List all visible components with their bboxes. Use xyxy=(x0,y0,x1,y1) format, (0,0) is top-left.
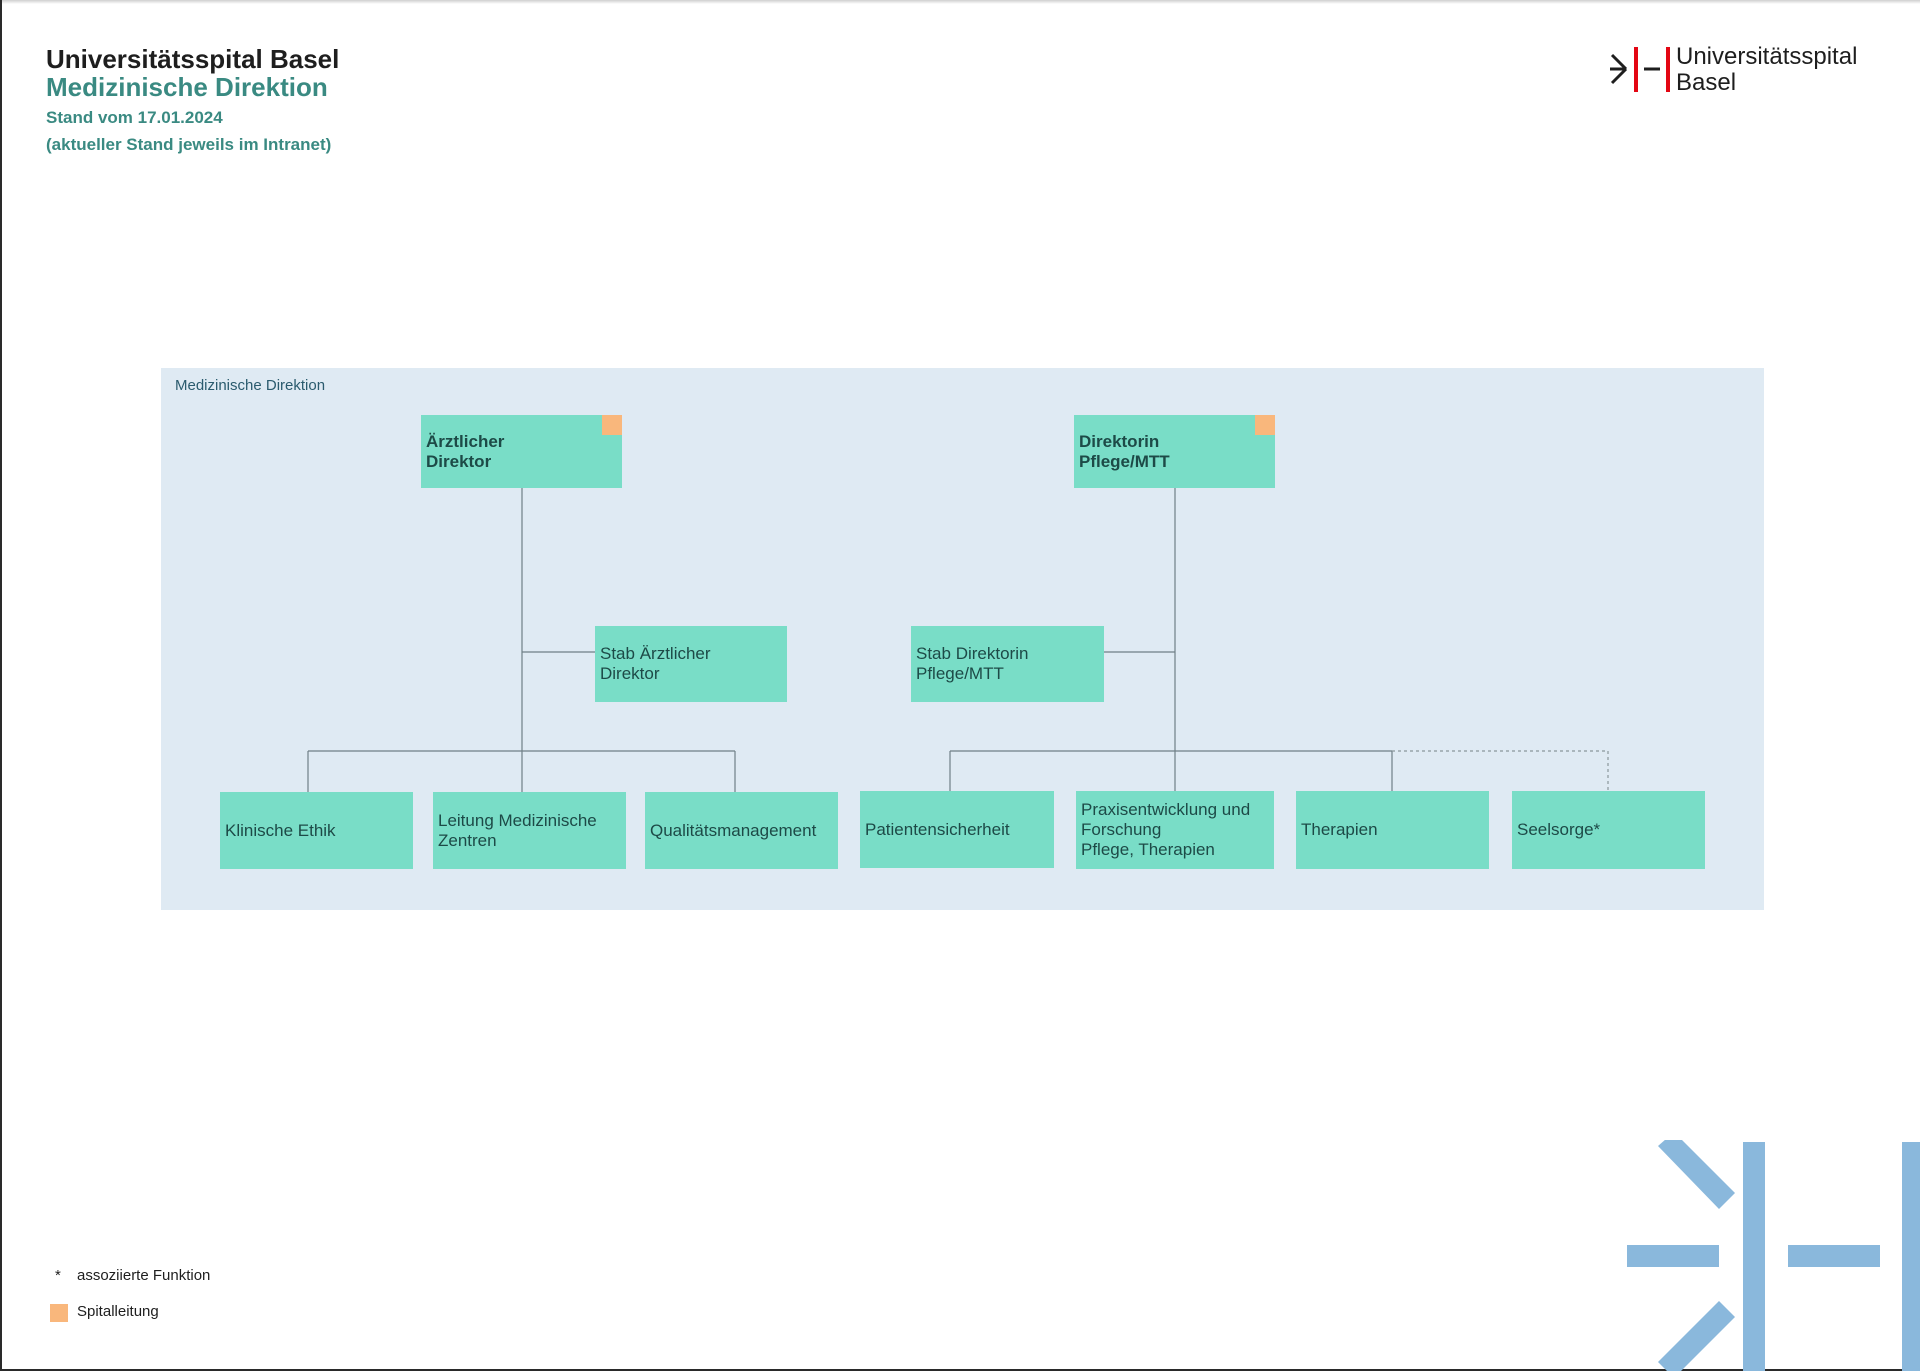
usb-logo-text: Universitätsspital Basel xyxy=(1676,44,1857,96)
box-aerztlicher-direktor: Ärztlicher Direktor xyxy=(421,415,622,488)
box-patientensicherheit: Patientensicherheit xyxy=(860,791,1054,868)
box-patientensicherheit-label: Patientensicherheit xyxy=(865,819,1010,839)
org-panel-label: Medizinische Direktion xyxy=(175,377,326,394)
usb-logo: Universitätsspital Basel xyxy=(1608,44,1888,96)
spitalleitung-marker xyxy=(1255,415,1275,435)
page-left-border xyxy=(0,0,2,1371)
box-leitung-medizinische-zentren-label: Leitung Medizinische Zentren xyxy=(438,810,597,850)
box-direktorin-pflege: Direktorin Pflege/MTT xyxy=(1074,415,1275,488)
box-therapien-label: Therapien xyxy=(1301,820,1378,839)
page-bottom-border xyxy=(0,1369,1920,1371)
header-date: Stand vom 17.01.2024 xyxy=(46,108,223,127)
box-praxisentwicklung-label: Praxisentwicklung und Forschung Pflege, … xyxy=(1081,800,1251,859)
box-stab-direktorin-pflege: Stab Direktorin Pflege/MTT xyxy=(911,626,1104,702)
box-stab-aerztlicher-direktor-label: Stab Ärztlicher Direktor xyxy=(600,644,711,683)
box-stab-aerztlicher-direktor: Stab Ärztlicher Direktor xyxy=(595,626,787,702)
box-klinische-ethik: Klinische Ethik xyxy=(220,792,413,869)
legend-asterisk-symbol: * xyxy=(55,1267,61,1284)
box-seelsorge-label: Seelsorge* xyxy=(1517,820,1601,839)
box-klinische-ethik-label: Klinische Ethik xyxy=(225,820,336,840)
spitalleitung-marker xyxy=(602,415,622,435)
logo-line-1: Universitätsspital xyxy=(1676,43,1858,70)
header-subtitle: Medizinische Direktion xyxy=(46,72,328,102)
logo-line-2: Basel xyxy=(1676,69,1737,96)
box-leitung-medizinische-zentren: Leitung Medizinische Zentren xyxy=(433,792,626,869)
box-aerztlicher-direktor-label: Ärztlicher Direktor xyxy=(426,431,505,471)
usb-watermark-icon xyxy=(1627,1140,1920,1371)
box-direktorin-pflege-label: Direktorin Pflege/MTT xyxy=(1079,431,1170,471)
usb-logo-icon xyxy=(1610,47,1670,92)
box-qualitaetsmanagement-label: Qualitätsmanagement xyxy=(650,820,817,840)
header-note: (aktueller Stand jeweils im Intranet) xyxy=(46,135,332,154)
page-top-shadow xyxy=(0,0,1920,4)
legend-spitalleitung-text: Spitalleitung xyxy=(77,1303,159,1320)
legend-spitalleitung-swatch xyxy=(50,1304,68,1322)
legend-asterisk-text: assoziierte Funktion xyxy=(77,1267,211,1284)
box-therapien: Therapien xyxy=(1296,791,1489,869)
box-qualitaetsmanagement: Qualitätsmanagement xyxy=(645,792,838,869)
box-seelsorge: Seelsorge* xyxy=(1512,791,1705,869)
header-title: Universitätsspital Basel xyxy=(46,44,340,74)
box-praxisentwicklung: Praxisentwicklung und Forschung Pflege, … xyxy=(1076,791,1274,869)
box-stab-direktorin-pflege-label: Stab Direktorin Pflege/MTT xyxy=(916,644,1029,683)
